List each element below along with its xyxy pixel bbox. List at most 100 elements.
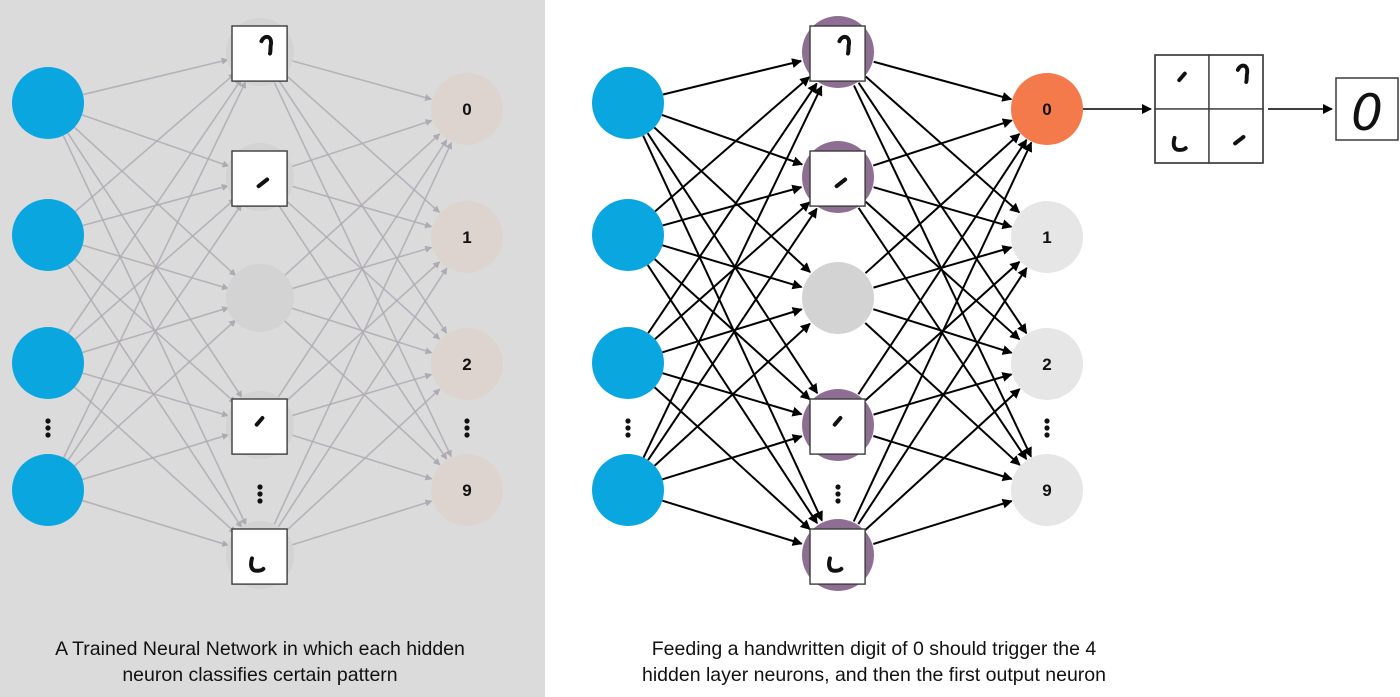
edge-input-1-hidden-4 [67, 264, 243, 529]
edge-input-3-hidden-0 [642, 85, 823, 458]
edge-input-1-hidden-2 [662, 244, 803, 290]
edge-hidden-4-output-2 [864, 388, 1021, 531]
pattern-frame [809, 150, 866, 207]
input-neuron [12, 327, 84, 399]
output-neuron [431, 328, 503, 400]
edge-hidden-4-output-1 [857, 267, 1028, 525]
ellipsis-dot [625, 418, 631, 424]
pattern-frame [231, 398, 288, 455]
hidden-pattern-curve [809, 528, 866, 585]
ellipsis-dot [257, 491, 263, 497]
input-ellipsis [625, 418, 631, 438]
edge-hidden-4-output-3 [290, 499, 433, 547]
edge-input-0-hidden-2 [73, 126, 237, 277]
composite-quadrant-diagonal-stroke [1208, 108, 1264, 164]
output-neuron-label: 2 [1042, 355, 1051, 374]
caption-left-line-2: neuron classifies certain pattern [122, 664, 398, 686]
input-neuron [592, 67, 664, 139]
edge-hidden-3-output-2 [290, 372, 433, 417]
ellipsis-dot [464, 425, 470, 431]
edge-input-2-hidden-2 [662, 307, 803, 354]
hook-stroke [1235, 63, 1250, 84]
edge-hidden-4-output-0 [272, 141, 453, 527]
edge-input-2-hidden-0 [647, 82, 818, 334]
edge-hidden-3-output-3 [873, 435, 1013, 482]
edge-hidden-2-output-3 [282, 319, 441, 466]
output-ellipsis [1044, 418, 1050, 438]
hidden-pattern-diagonal-stroke [809, 150, 866, 207]
input-neuron [592, 454, 664, 526]
composite-quadrant-curve [1154, 108, 1210, 164]
hook-stroke [259, 34, 273, 56]
hidden-pattern-hook [809, 25, 866, 82]
output-neuron-label: 0 [462, 100, 471, 119]
input-neuron [592, 327, 664, 399]
hidden-ellipsis [257, 484, 263, 504]
hidden-pattern-small-stroke [231, 398, 288, 455]
edge-input-0-hidden-4 [642, 135, 823, 522]
diagonal-stroke-stroke [1233, 134, 1246, 146]
output-neuron-label: 9 [1042, 481, 1051, 500]
edge-hidden-1-output-0 [290, 119, 433, 168]
ellipsis-dot [1044, 432, 1050, 438]
edge-hidden-3-output-1 [283, 261, 441, 405]
edge-input-3-hidden-2 [653, 322, 811, 467]
edge-input-3-hidden-0 [62, 81, 247, 458]
pattern-frame [809, 25, 866, 82]
edge-hidden-3-output-0 [276, 139, 448, 399]
small-stroke-stroke [832, 416, 843, 427]
input-ellipsis [45, 418, 51, 438]
edge-input-0-hidden-1 [661, 114, 804, 167]
output-ellipsis [464, 418, 470, 438]
edge-hidden-4-output-2 [282, 388, 441, 534]
edge-hidden-4-output-3 [873, 498, 1013, 545]
edge-input-3-hidden-1 [647, 207, 818, 461]
hook-stroke [837, 34, 851, 56]
edge-hidden-0-output-0 [873, 60, 1013, 102]
ellipsis-dot [45, 425, 51, 431]
caption-trained-network: A Trained Neural Network in which each h… [0, 636, 520, 688]
ellipsis-dot [1044, 425, 1050, 431]
edge-hidden-4-output-1 [276, 267, 448, 529]
ellipsis-dot [625, 432, 631, 438]
edge-hidden-2-output-2 [290, 306, 433, 355]
pattern-composite: 0 [1083, 54, 1399, 164]
ellipsis-dot [835, 484, 841, 490]
pattern-frame [1154, 54, 1210, 110]
edge-input-3-hidden-4 [82, 499, 230, 547]
edge-hidden-1-output-1 [873, 186, 1013, 230]
ellipsis-dot [45, 432, 51, 438]
edge-input-0-hidden-1 [81, 114, 230, 168]
edge-hidden-2-output-0 [283, 133, 441, 278]
hidden-pattern-small-stroke [809, 398, 866, 455]
output-neuron [1011, 201, 1083, 273]
output-neuron-label: 2 [462, 355, 471, 374]
hidden-neuron [802, 262, 874, 334]
small-stroke-stroke [1177, 71, 1187, 83]
hidden-pattern-curve [231, 528, 288, 585]
ellipsis-dot [1044, 418, 1050, 424]
ellipsis-dot [835, 498, 841, 504]
pattern-frame [809, 528, 866, 585]
pattern-frame [1154, 108, 1210, 164]
output-neuron-label: 0 [1042, 100, 1051, 119]
edge-input-3-hidden-4 [662, 499, 803, 546]
input-neuron [12, 454, 84, 526]
ellipsis-dot [257, 498, 263, 504]
edge-input-3-hidden-3 [82, 433, 230, 481]
ellipsis-dot [625, 425, 631, 431]
input-neuron [592, 199, 664, 271]
edge-input-0-hidden-3 [67, 132, 243, 399]
output-neuron [431, 201, 503, 273]
output-neuron-label: 9 [462, 481, 471, 500]
caption-feeding-digit: Feeding a handwritten digit of 0 should … [548, 636, 1200, 688]
output-neuron [1011, 73, 1083, 145]
diagonal-stroke-stroke [256, 177, 270, 189]
pattern-frame [1208, 108, 1264, 164]
pattern-frame [231, 150, 288, 207]
edge-input-3-hidden-3 [662, 434, 803, 481]
diagonal-stroke-stroke [834, 177, 848, 189]
